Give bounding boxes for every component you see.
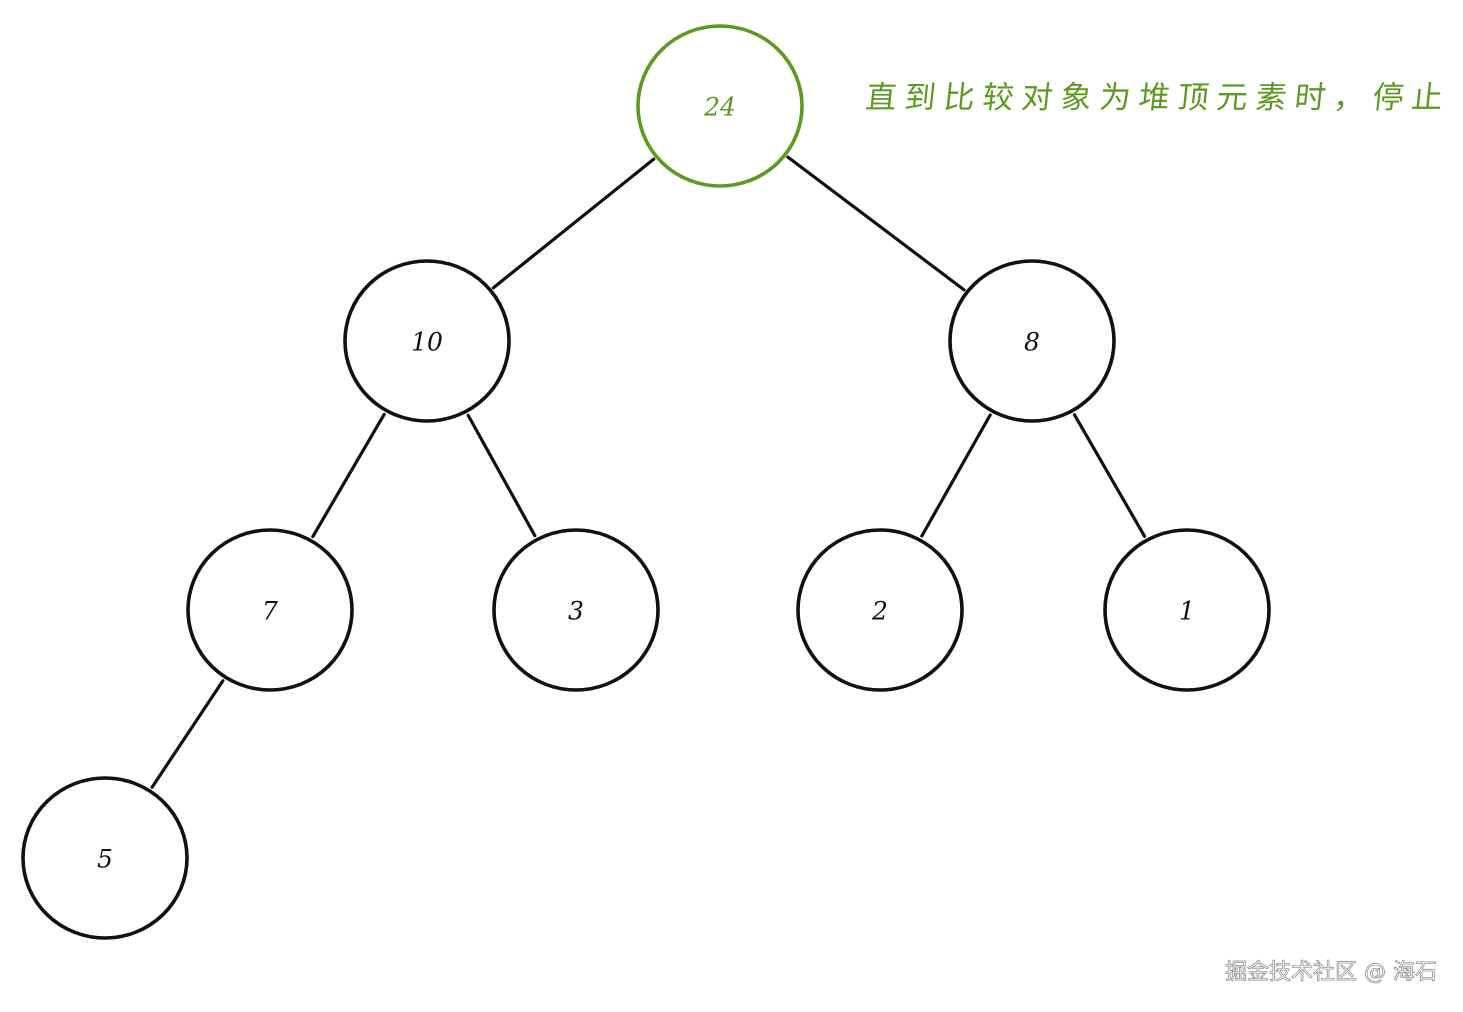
node-value-label: 24: [703, 93, 736, 122]
edge-n10-n3: [466, 413, 537, 538]
node-circle: [492, 528, 660, 692]
tree-node-2: 2: [796, 528, 964, 692]
tree-nodes: 24 10 8 7 3 2 1 5: [21, 24, 1271, 940]
node-value-label: 10: [411, 328, 443, 357]
node-value-label: 7: [262, 597, 278, 626]
node-circle: [636, 24, 804, 188]
tree-node-3: 3: [492, 528, 660, 692]
edge-n8-n2: [920, 413, 992, 538]
node-circle: [796, 528, 964, 692]
node-circle: [21, 776, 189, 940]
tree-node-5: 5: [21, 776, 189, 940]
tree-node-1: 1: [1103, 528, 1271, 692]
tree-edges: [150, 155, 1147, 789]
edge-n8-n1: [1072, 413, 1147, 538]
tree-node-7: 7: [186, 528, 354, 692]
edge-n7-n5: [150, 679, 225, 789]
source-watermark: 掘金技术社区 @ 海石: [1225, 960, 1438, 986]
node-value-label: 1: [1179, 597, 1195, 626]
node-value-label: 2: [871, 597, 888, 626]
node-value-label: 8: [1024, 328, 1040, 357]
edge-n10-n7: [311, 412, 386, 539]
tree-node-10: 10: [343, 259, 511, 423]
edge-n24-n8: [786, 155, 966, 292]
stop-condition-annotation: 直到比较对象为堆顶元素时，停止: [863, 80, 1453, 116]
tree-node-8: 8: [948, 259, 1116, 423]
node-value-label: 3: [568, 597, 584, 626]
node-circle: [948, 259, 1116, 423]
node-value-label: 5: [97, 845, 113, 874]
node-circle: [343, 259, 511, 423]
edge-n24-n10: [491, 157, 656, 290]
node-circle: [186, 528, 354, 692]
node-circle: [1103, 528, 1271, 692]
tree-node-24: 24: [636, 24, 804, 188]
